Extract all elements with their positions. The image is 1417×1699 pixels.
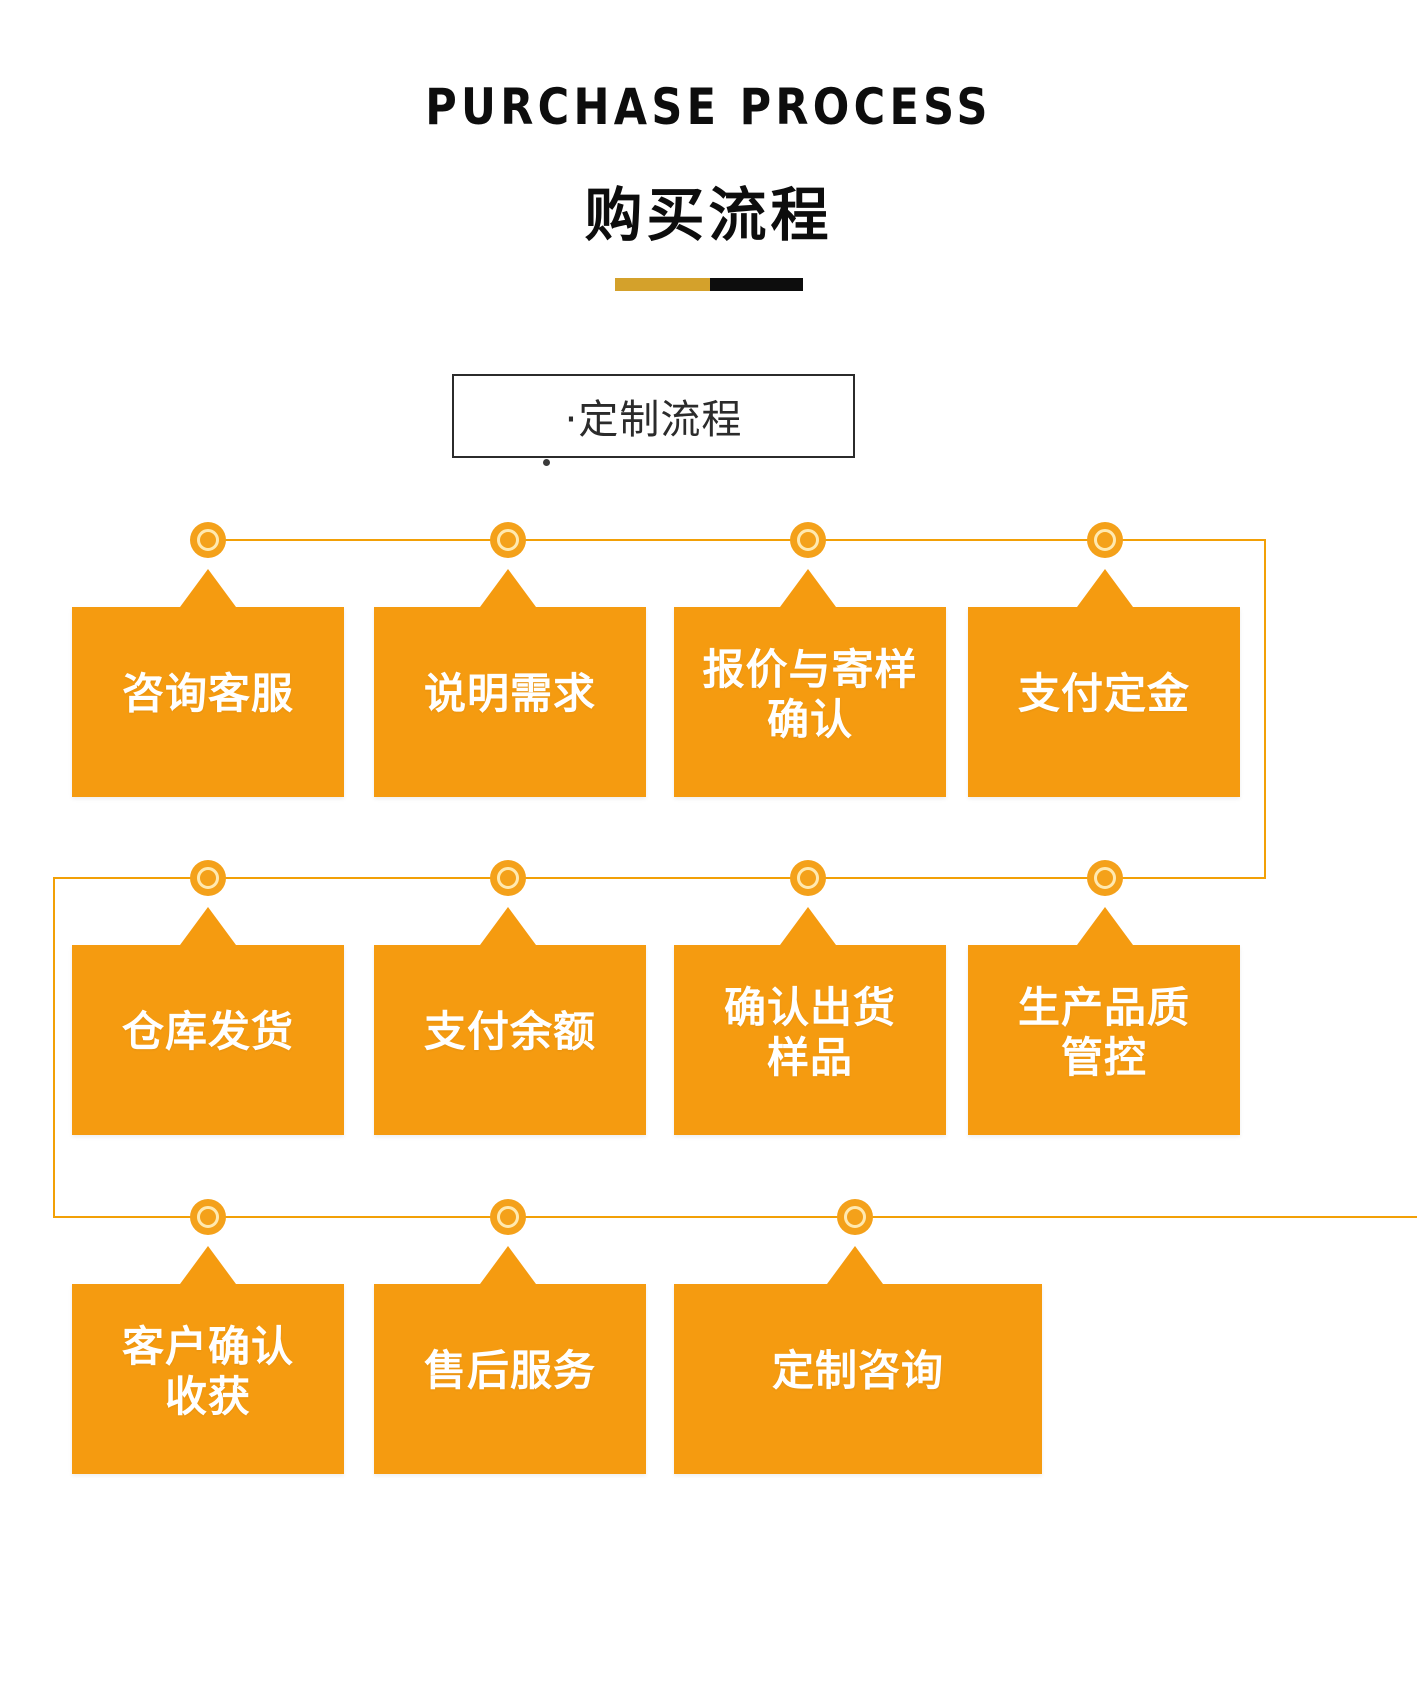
flow-step-label-line: 仓库发货 bbox=[121, 1007, 294, 1056]
connector-row-3-horizontal bbox=[53, 1216, 1417, 1218]
title-divider bbox=[0, 278, 1417, 291]
flow-step-card[interactable]: 支付余额 bbox=[374, 945, 646, 1135]
flow-step-card[interactable]: 报价与寄样确认 bbox=[674, 607, 946, 797]
connector-row-1-horizontal bbox=[208, 539, 1266, 541]
flow-step-label-line: 售后服务 bbox=[423, 1346, 596, 1395]
flow-step-label: 说明需求 bbox=[374, 669, 646, 719]
section-label-box: ·定制流程 bbox=[452, 374, 855, 458]
flow-step-pointer-icon bbox=[780, 907, 836, 945]
flow-step-label-line: 确认 bbox=[766, 694, 853, 744]
flow-step-card[interactable]: 支付定金 bbox=[968, 607, 1240, 797]
flow-step-marker[interactable] bbox=[790, 522, 826, 558]
connector-right-vertical bbox=[1264, 539, 1266, 879]
section-label-text: ·定制流程 bbox=[564, 397, 743, 443]
flow-step-label: 确认出货样品 bbox=[674, 983, 946, 1082]
flow-step-pointer-icon bbox=[827, 1246, 883, 1284]
flow-step-label-line: 说明需求 bbox=[423, 669, 596, 718]
flow-step-card[interactable]: 咨询客服 bbox=[72, 607, 344, 797]
flow-step-label: 支付定金 bbox=[968, 669, 1240, 719]
flow-step-label-line: 支付定金 bbox=[1017, 669, 1190, 718]
flow-step-label-line: 管控 bbox=[1060, 1032, 1147, 1082]
flow-step-card[interactable]: 确认出货样品 bbox=[674, 945, 946, 1135]
flow-step-marker[interactable] bbox=[790, 860, 826, 896]
flow-step-label-line: 支付余额 bbox=[423, 1007, 596, 1056]
flow-step-pointer-icon bbox=[1077, 907, 1133, 945]
flow-step-marker[interactable] bbox=[1087, 522, 1123, 558]
flow-step-pointer-icon bbox=[480, 569, 536, 607]
flow-step-card[interactable]: 客户确认收获 bbox=[72, 1284, 344, 1474]
flow-step-marker[interactable] bbox=[490, 1199, 526, 1235]
flow-step-label: 定制咨询 bbox=[674, 1346, 1042, 1396]
flow-step-pointer-icon bbox=[180, 907, 236, 945]
flow-step-marker[interactable] bbox=[490, 522, 526, 558]
flow-step-pointer-icon bbox=[480, 1246, 536, 1284]
flow-step-label-line: 生产品质 bbox=[1017, 983, 1190, 1032]
flow-step-card[interactable]: 生产品质管控 bbox=[968, 945, 1240, 1135]
page-title-chinese: 购买流程 bbox=[584, 181, 833, 249]
flow-step-label-line: 咨询客服 bbox=[121, 669, 294, 718]
flow-step-label: 支付余额 bbox=[374, 1007, 646, 1057]
flow-step-card[interactable]: 说明需求 bbox=[374, 607, 646, 797]
flow-step-label-line: 报价与寄样 bbox=[702, 645, 918, 694]
flow-step-label: 咨询客服 bbox=[72, 669, 344, 719]
flow-step-card[interactable]: 仓库发货 bbox=[72, 945, 344, 1135]
connector-row-2-horizontal bbox=[53, 877, 1266, 879]
flow-step-label: 仓库发货 bbox=[72, 1007, 344, 1057]
flow-step-card[interactable]: 售后服务 bbox=[374, 1284, 646, 1474]
flow-step-pointer-icon bbox=[780, 569, 836, 607]
page-title-english: PURCHASE PROCESS bbox=[425, 78, 992, 136]
flow-step-pointer-icon bbox=[180, 569, 236, 607]
flow-step-marker[interactable] bbox=[190, 860, 226, 896]
flow-step-label-line: 客户确认 bbox=[121, 1322, 294, 1371]
flow-step-label: 生产品质管控 bbox=[968, 983, 1240, 1082]
flow-step-pointer-icon bbox=[180, 1246, 236, 1284]
flow-step-marker[interactable] bbox=[190, 1199, 226, 1235]
flow-step-label-line: 收获 bbox=[164, 1371, 251, 1421]
flow-step-pointer-icon bbox=[1077, 569, 1133, 607]
flow-step-label-line: 样品 bbox=[766, 1032, 853, 1082]
flow-step-label: 报价与寄样确认 bbox=[674, 645, 946, 744]
flow-step-card[interactable]: 定制咨询 bbox=[674, 1284, 1042, 1474]
flow-step-pointer-icon bbox=[480, 907, 536, 945]
flow-step-marker[interactable] bbox=[1087, 860, 1123, 896]
flow-step-label-line: 确认出货 bbox=[723, 983, 896, 1032]
divider-black-segment bbox=[709, 278, 803, 291]
connector-left-vertical bbox=[53, 877, 55, 1218]
section-bullet-dot bbox=[543, 459, 550, 466]
flow-step-marker[interactable] bbox=[190, 522, 226, 558]
flow-step-label-line: 定制咨询 bbox=[771, 1346, 944, 1395]
divider-gold-segment bbox=[614, 278, 710, 291]
flow-step-marker[interactable] bbox=[490, 860, 526, 896]
flow-step-label: 售后服务 bbox=[374, 1346, 646, 1396]
flow-step-marker[interactable] bbox=[837, 1199, 873, 1235]
flow-step-label: 客户确认收获 bbox=[72, 1322, 344, 1421]
